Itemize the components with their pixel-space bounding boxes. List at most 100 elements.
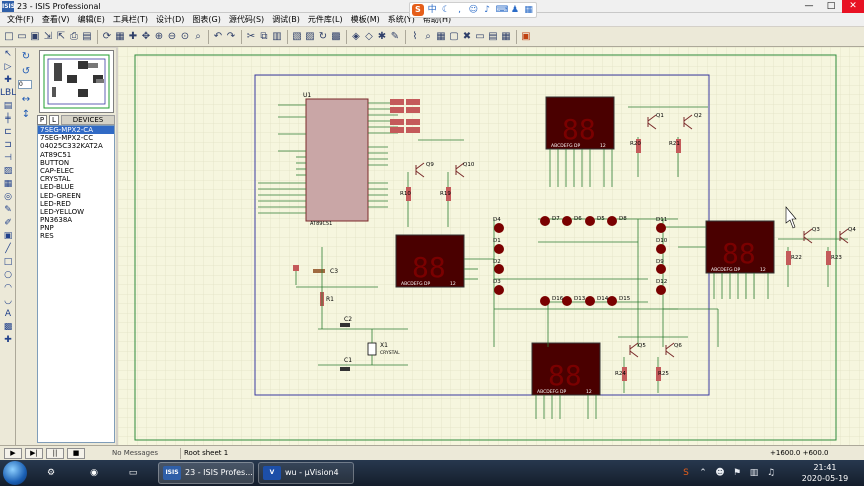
tape-recorder-icon[interactable]: ▦ bbox=[3, 179, 13, 189]
list-item[interactable]: RES bbox=[40, 232, 54, 241]
schematic-canvas[interactable]: U1 AT89C51 bbox=[118, 47, 864, 445]
current-probe-icon[interactable]: ✐ bbox=[4, 218, 12, 228]
text-icon[interactable]: A bbox=[4, 309, 12, 319]
seven-seg-display-left[interactable]: 88 ABCDEFG DP 12 bbox=[395, 234, 465, 288]
list-item[interactable]: BUTTON bbox=[40, 158, 70, 167]
block-delete-icon[interactable]: ▩ bbox=[331, 30, 341, 42]
resistor-r25[interactable] bbox=[656, 367, 661, 381]
mirror-vertical-icon[interactable]: ↕ bbox=[21, 109, 31, 120]
ares-icon[interactable]: ▣ bbox=[521, 30, 531, 42]
make-device-icon[interactable]: ◇ bbox=[365, 30, 373, 42]
list-item[interactable]: PN3638A bbox=[40, 216, 73, 225]
resistor-r20[interactable] bbox=[636, 139, 641, 153]
packaging-icon[interactable]: ✎ bbox=[390, 30, 400, 42]
microphone-icon[interactable]: ♪ bbox=[484, 5, 490, 15]
mcu-u1[interactable]: U1 AT89C51 bbox=[258, 92, 420, 227]
led-d13[interactable] bbox=[562, 296, 572, 306]
resistor-r23[interactable] bbox=[826, 251, 831, 265]
junction-dot-icon[interactable]: ✚ bbox=[4, 75, 12, 85]
led-d11[interactable] bbox=[656, 223, 666, 233]
list-item[interactable]: LED-BLUE bbox=[40, 183, 74, 192]
play-icon[interactable]: ▶ bbox=[4, 448, 22, 459]
list-item[interactable]: LED-GREEN bbox=[40, 191, 81, 200]
subcircuit-icon[interactable]: ⊏ bbox=[4, 127, 12, 137]
apps-icon[interactable]: ▦ bbox=[524, 5, 533, 15]
list-item[interactable]: LED-RED bbox=[40, 199, 71, 208]
terminal-app-icon[interactable]: ▭ bbox=[128, 468, 138, 478]
bom-icon[interactable]: ▤ bbox=[488, 30, 498, 42]
overview-window[interactable] bbox=[39, 50, 114, 113]
bus-icon[interactable]: ╪ bbox=[5, 114, 11, 124]
clock[interactable]: 21:41 2020-05-19 bbox=[795, 462, 855, 484]
qq-icon[interactable]: ☻ bbox=[715, 468, 725, 478]
led-d16[interactable] bbox=[540, 296, 550, 306]
tab-pick-devices[interactable]: P bbox=[37, 114, 47, 125]
pick-device-icon[interactable]: ◈ bbox=[352, 30, 360, 42]
generator-icon[interactable]: ◎ bbox=[4, 192, 12, 202]
device-pin-icon[interactable]: ⊣ bbox=[4, 153, 12, 163]
message-indicator[interactable]: No Messages bbox=[112, 448, 176, 459]
menu-design[interactable]: 设计(D) bbox=[156, 15, 185, 24]
marker-icon[interactable]: ✚ bbox=[4, 335, 12, 345]
device-list[interactable]: 7SEG-MPX2-CA 7SEG-MPX2-CC 04025C332KAT2A… bbox=[37, 125, 115, 443]
menu-toolbar[interactable]: 工具栏(T) bbox=[112, 15, 148, 24]
component-mode-icon[interactable]: ▷ bbox=[4, 62, 12, 72]
line-icon[interactable]: ╱ bbox=[5, 244, 11, 254]
menu-source[interactable]: 源代码(S) bbox=[228, 15, 265, 24]
resistor-r21[interactable] bbox=[676, 139, 681, 153]
print-icon[interactable]: ⎙ bbox=[70, 30, 78, 42]
selection-mode-icon[interactable]: ↖ bbox=[4, 49, 12, 59]
resistor-r10[interactable] bbox=[406, 187, 411, 201]
led-d14[interactable] bbox=[585, 296, 595, 306]
crystal-x1[interactable]: X1 CRYSTAL bbox=[318, 328, 408, 366]
task-uvision[interactable]: V wu - µVision4 bbox=[258, 462, 354, 484]
text-script-icon[interactable]: ▤ bbox=[3, 101, 13, 111]
new-file-icon[interactable]: □ bbox=[4, 30, 14, 42]
led-d5[interactable] bbox=[585, 216, 595, 226]
driver-q1-q2[interactable]: R20 R21 Q1 Q2 bbox=[628, 106, 708, 177]
close-icon[interactable]: ✕ bbox=[842, 0, 864, 13]
punctuation-icon[interactable]: , bbox=[458, 5, 462, 15]
paste-icon[interactable]: ▥ bbox=[272, 30, 282, 42]
seven-seg-display-right[interactable]: 88 ABCDEFG DP 12 bbox=[705, 220, 775, 274]
menu-graph[interactable]: 图表(G) bbox=[192, 15, 221, 24]
circle-icon[interactable]: ○ bbox=[4, 270, 12, 280]
new-sheet-icon[interactable]: ▢ bbox=[449, 30, 459, 42]
origin-icon[interactable]: ✚ bbox=[128, 30, 138, 42]
undo-icon[interactable]: ↶ bbox=[213, 30, 223, 42]
import-icon[interactable]: ⇲ bbox=[43, 30, 53, 42]
resistor-r19[interactable] bbox=[446, 187, 451, 201]
driver-q9-q10[interactable]: R10 R19 Q9 Q10 bbox=[400, 139, 475, 227]
grid-icon[interactable]: ▦ bbox=[115, 30, 125, 42]
cut-icon[interactable]: ✂ bbox=[246, 30, 256, 42]
reset-button[interactable] bbox=[293, 265, 299, 271]
remove-sheet-icon[interactable]: ✖ bbox=[462, 30, 472, 42]
rotate-cw-icon[interactable]: ↻ bbox=[21, 51, 31, 62]
virtual-instrument-icon[interactable]: ▣ bbox=[3, 231, 13, 241]
menu-view[interactable]: 查看(V) bbox=[41, 15, 70, 24]
list-item[interactable]: AT89C51 bbox=[40, 150, 72, 159]
network-icon[interactable]: ▥ bbox=[749, 468, 759, 478]
maximize-icon[interactable]: □ bbox=[826, 1, 836, 11]
start-button[interactable] bbox=[3, 461, 27, 485]
goto-sheet-icon[interactable]: ▭ bbox=[475, 30, 485, 42]
driver-q5-q6[interactable]: R24 R25 Q5 Q6 bbox=[615, 336, 688, 393]
sogou-tray-icon[interactable]: S bbox=[683, 468, 689, 478]
symbol-icon[interactable]: ▩ bbox=[3, 322, 13, 332]
graph-icon[interactable]: ▨ bbox=[3, 166, 13, 176]
list-item[interactable]: LED-YELLOW bbox=[40, 207, 85, 216]
led-d3[interactable] bbox=[494, 285, 504, 295]
zoom-in-icon[interactable]: ⊕ bbox=[154, 30, 164, 42]
step-icon[interactable]: ▶| bbox=[25, 448, 43, 459]
menu-debug[interactable]: 调试(B) bbox=[272, 15, 300, 24]
capacitor-c1[interactable] bbox=[340, 367, 350, 371]
keyboard-icon[interactable]: ⌨ bbox=[495, 5, 509, 15]
pause-icon[interactable]: || bbox=[46, 448, 64, 459]
block-copy-icon[interactable]: ▧ bbox=[292, 30, 302, 42]
arc-icon[interactable]: ◠ bbox=[4, 283, 12, 293]
list-item[interactable]: 7SEG-MPX2-CC bbox=[40, 134, 94, 143]
led-d10[interactable] bbox=[656, 244, 666, 254]
resistor-r22[interactable] bbox=[786, 251, 791, 265]
seven-seg-display-top[interactable]: 88 ABCDEFG DP 12 bbox=[545, 96, 615, 150]
list-item[interactable]: 7SEG-MPX2-CA bbox=[38, 126, 114, 135]
